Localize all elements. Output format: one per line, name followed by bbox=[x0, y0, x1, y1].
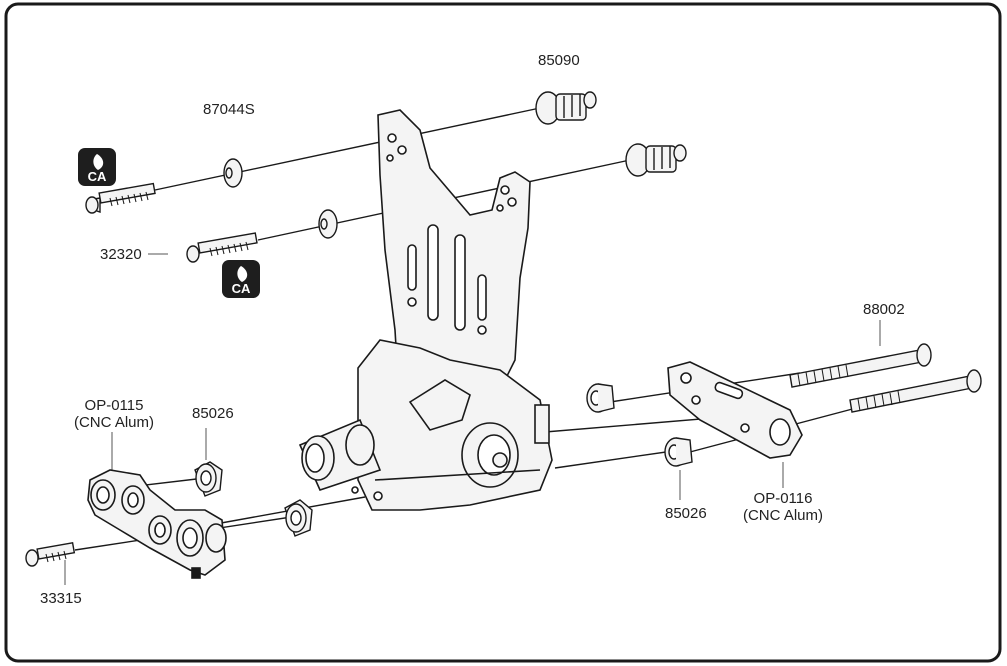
part-label-op0115-number: OP-0115 bbox=[84, 397, 144, 414]
screw-88002-lower bbox=[849, 369, 982, 413]
ca-badge-top-label: CA bbox=[88, 169, 107, 184]
bushing-85026-mid bbox=[284, 499, 313, 537]
washer-87044s-lower bbox=[318, 209, 338, 239]
gearbox-housing bbox=[298, 339, 553, 511]
bushing-upper-right bbox=[586, 383, 615, 413]
part-label-85026-right: 85026 bbox=[665, 505, 707, 522]
bushing-85026-right bbox=[664, 437, 693, 467]
part-label-op0115-material: (CNC Alum) bbox=[73, 414, 154, 431]
hinge-holder-op0115 bbox=[87, 469, 227, 579]
part-label-op0116: OP-0116 (CNC Alum) bbox=[737, 490, 829, 524]
screw-88002-upper bbox=[789, 343, 932, 388]
shock-tower bbox=[377, 109, 531, 401]
screw-upper-left bbox=[85, 182, 156, 214]
part-label-op0116-number: OP-0116 bbox=[753, 490, 813, 507]
hinge-holder-op0116 bbox=[667, 361, 803, 459]
part-label-33315: 33315 bbox=[40, 590, 82, 607]
ball-stud-85090-upper bbox=[535, 91, 597, 125]
part-label-op0115: OP-0115 (CNC Alum) bbox=[68, 397, 160, 431]
ca-badge-bottom: CA bbox=[222, 260, 260, 298]
part-label-85090: 85090 bbox=[538, 52, 580, 69]
part-label-88002: 88002 bbox=[863, 301, 905, 318]
ca-badge-bottom-label: CA bbox=[232, 281, 251, 296]
screw-33315 bbox=[25, 542, 76, 567]
part-label-85026-left: 85026 bbox=[192, 405, 234, 422]
washer-87044s-upper bbox=[223, 158, 243, 188]
part-label-op0116-material: (CNC Alum) bbox=[742, 507, 823, 524]
leader-lines bbox=[64, 253, 881, 585]
part-label-87044s: 87044S bbox=[203, 101, 255, 118]
part-label-32320: 32320 bbox=[100, 246, 142, 263]
bushing-85026-left bbox=[194, 461, 223, 497]
screw-32320 bbox=[186, 232, 258, 263]
ball-stud-85090-lower bbox=[625, 143, 687, 177]
ca-badge-top: CA bbox=[78, 148, 116, 186]
